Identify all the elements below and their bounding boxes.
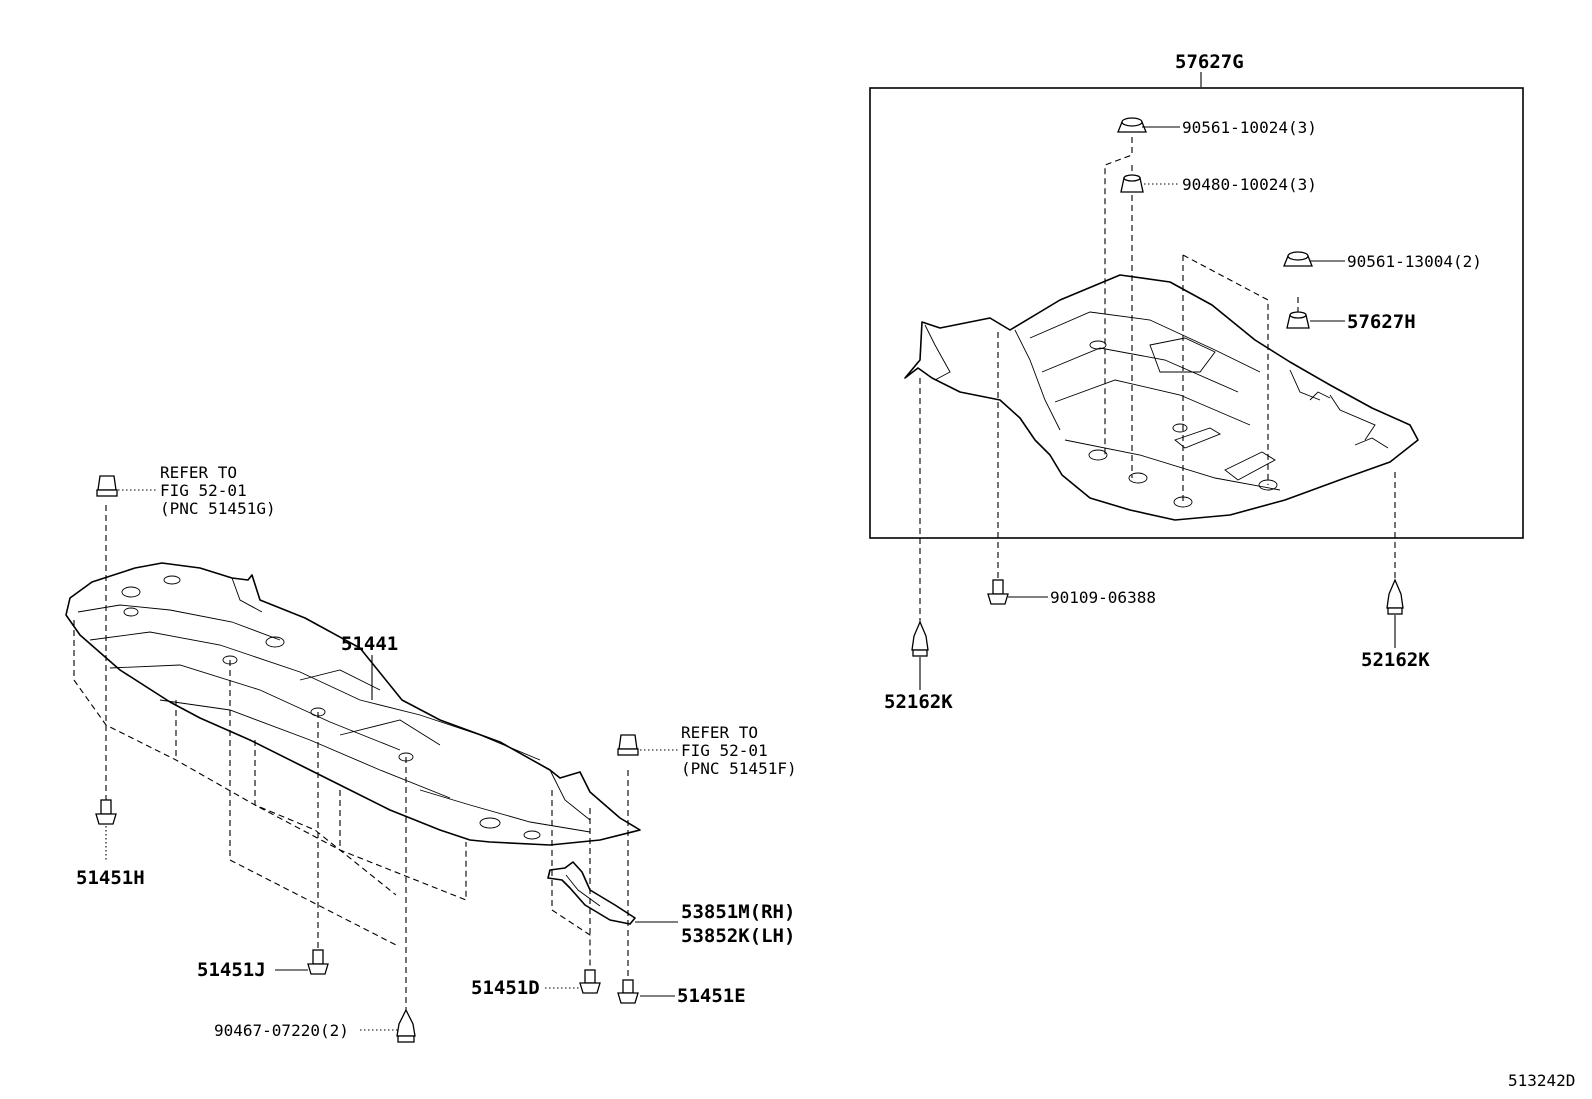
label-53851m: 53851M(RH): [681, 901, 795, 923]
label-52162k-right: 52162K: [1361, 649, 1430, 671]
label-51451h: 51451H: [76, 867, 145, 889]
label-90109-06388: 90109-06388: [1050, 588, 1156, 607]
rear-under-cover: [904, 274, 1419, 521]
clip-51451f-icon: [617, 734, 639, 756]
label-53852k: 53852K(LH): [681, 925, 795, 947]
label-51451j: 51451J: [197, 959, 266, 981]
splash-shield: [547, 861, 636, 925]
label-57627h: 57627H: [1347, 311, 1416, 333]
bolt-90109-06388-icon: [987, 579, 1009, 605]
clip-90467-07220-icon: [396, 1008, 416, 1043]
front-under-cover: [65, 562, 641, 846]
label-90480-10024: 90480-10024(3): [1182, 175, 1317, 194]
label-51451d: 51451D: [471, 977, 540, 999]
refer-left-line3: (PNC 51451G): [160, 499, 276, 518]
nut-90480-10024-icon: [1120, 174, 1144, 193]
figure-code: 513242D: [1508, 1071, 1575, 1090]
refer-left-line2: FIG 52-01: [160, 481, 247, 500]
clip-51451g-icon: [96, 475, 118, 497]
label-90467-07220: 90467-07220(2): [214, 1021, 349, 1040]
bolt-51451h-icon: [95, 799, 117, 825]
label-51451e: 51451E: [677, 985, 746, 1007]
bolt-51451d-icon: [579, 969, 601, 994]
refer-left-line1: REFER TO: [160, 463, 237, 482]
clip-52162k-right-icon: [1386, 578, 1404, 615]
nut-90561-13004-icon: [1283, 251, 1313, 267]
refer-right-line1: REFER TO: [681, 723, 758, 742]
bolt-51451e-icon: [617, 979, 639, 1004]
label-90561-13004: 90561-13004(2): [1347, 252, 1482, 271]
refer-right-line3: (PNC 51451F): [681, 759, 797, 778]
nut-57627h-icon: [1286, 311, 1310, 329]
label-90561-10024: 90561-10024(3): [1182, 118, 1317, 137]
nut-90561-10024-icon: [1117, 117, 1147, 133]
clip-52162k-left-icon: [911, 620, 929, 657]
label-52162k-left: 52162K: [884, 691, 953, 713]
bolt-51451j-icon: [307, 949, 329, 975]
refer-right-line2: FIG 52-01: [681, 741, 768, 760]
assembly-label: 57627G: [1175, 51, 1244, 73]
label-51441: 51441: [341, 633, 398, 655]
assembly-frame: [869, 87, 1524, 539]
